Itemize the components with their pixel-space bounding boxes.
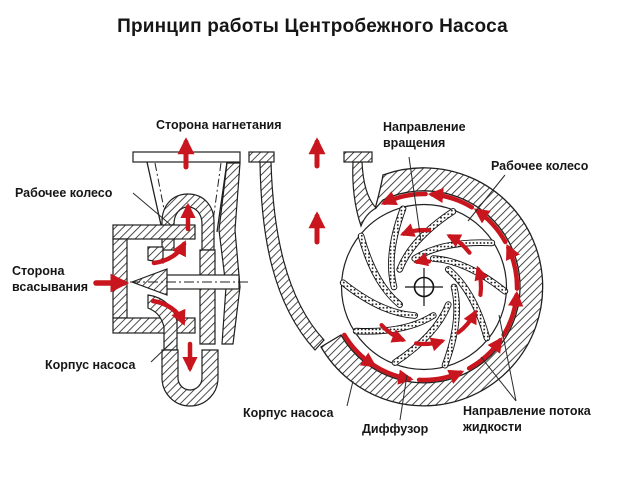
discharge-pipe xyxy=(248,151,377,351)
label-leader-lines xyxy=(132,156,517,421)
flow-direction-arrows xyxy=(342,187,524,385)
leader-casing-left xyxy=(150,340,174,363)
impeller-blade-stipple xyxy=(388,206,406,290)
casing-inner-wall-section xyxy=(199,249,216,345)
rotation-flow-arrow xyxy=(501,290,524,338)
lower-curved-flow-arrow xyxy=(150,298,186,326)
casing-bottom-loop-section xyxy=(161,349,219,407)
leader-casing-right xyxy=(346,380,354,407)
rotation-flow-arrow xyxy=(399,223,432,237)
rotation-flow-arrow xyxy=(416,369,465,384)
right-volute-diagram xyxy=(248,151,544,407)
impeller-blade xyxy=(430,255,509,295)
label-rotation-direction: Направление вращения xyxy=(383,120,466,150)
figure-title: Принцип работы Центробежного Насоса xyxy=(117,16,508,37)
impeller-blade-stipple xyxy=(442,284,460,368)
rotation-flow-arrow xyxy=(506,243,520,291)
label-casing-right: Корпус насоса xyxy=(243,406,334,420)
rotation-flow-arrow xyxy=(473,208,508,245)
rotation-flow-arrow xyxy=(446,234,472,255)
leader-flow-direction xyxy=(480,314,517,402)
impeller-blade-stipple xyxy=(340,280,418,318)
impeller-blade-stipple xyxy=(430,256,508,294)
impeller-blade-stipple xyxy=(392,302,451,365)
impeller-blade-stipple xyxy=(353,313,436,334)
rotation-flow-arrow xyxy=(413,252,432,267)
rotation-flow-arrow xyxy=(466,336,503,371)
impeller-blade-stipple xyxy=(412,240,495,261)
label-suction-side: Сторона всасывания xyxy=(12,264,89,294)
left-cross-section-diagram xyxy=(94,151,248,407)
rotation-flow-arrow xyxy=(379,323,407,343)
label-flow-direction: Направление потока жидкости xyxy=(463,404,591,434)
label-diffuser: Диффузор xyxy=(362,422,429,436)
upper-curved-flow-arrow xyxy=(151,240,187,266)
rotation-flow-arrow xyxy=(474,265,489,297)
impeller-rim-circle xyxy=(340,203,508,371)
label-discharge-side: Сторона нагнетания xyxy=(156,118,282,132)
rotation-flow-arrow xyxy=(414,337,446,352)
impeller-blade-stipple xyxy=(397,209,456,272)
rotation-flow-arrow xyxy=(427,187,475,210)
label-impeller-left: Рабочее колесо xyxy=(15,186,113,200)
impeller-blade-stipple xyxy=(445,267,490,341)
leader-diffuser xyxy=(399,374,408,421)
casing-outer-wall-section xyxy=(218,162,241,345)
rotation-flow-arrow xyxy=(380,191,428,205)
rotation-flow-arrow xyxy=(342,332,377,368)
rotation-flow-arrow xyxy=(456,309,477,335)
flow-arrows-static xyxy=(93,137,326,373)
label-impeller-right: Рабочее колесо xyxy=(491,159,589,173)
leader-impeller-left xyxy=(132,192,173,227)
impeller-blade-stipple xyxy=(358,233,403,307)
shaft-center-crosshair xyxy=(405,268,443,306)
leader-impeller-right xyxy=(467,174,506,222)
label-casing-left: Корпус насоса xyxy=(45,358,136,372)
leader-rotation xyxy=(408,156,422,242)
impeller-blade xyxy=(339,279,418,319)
volute-casing-band xyxy=(320,167,544,407)
